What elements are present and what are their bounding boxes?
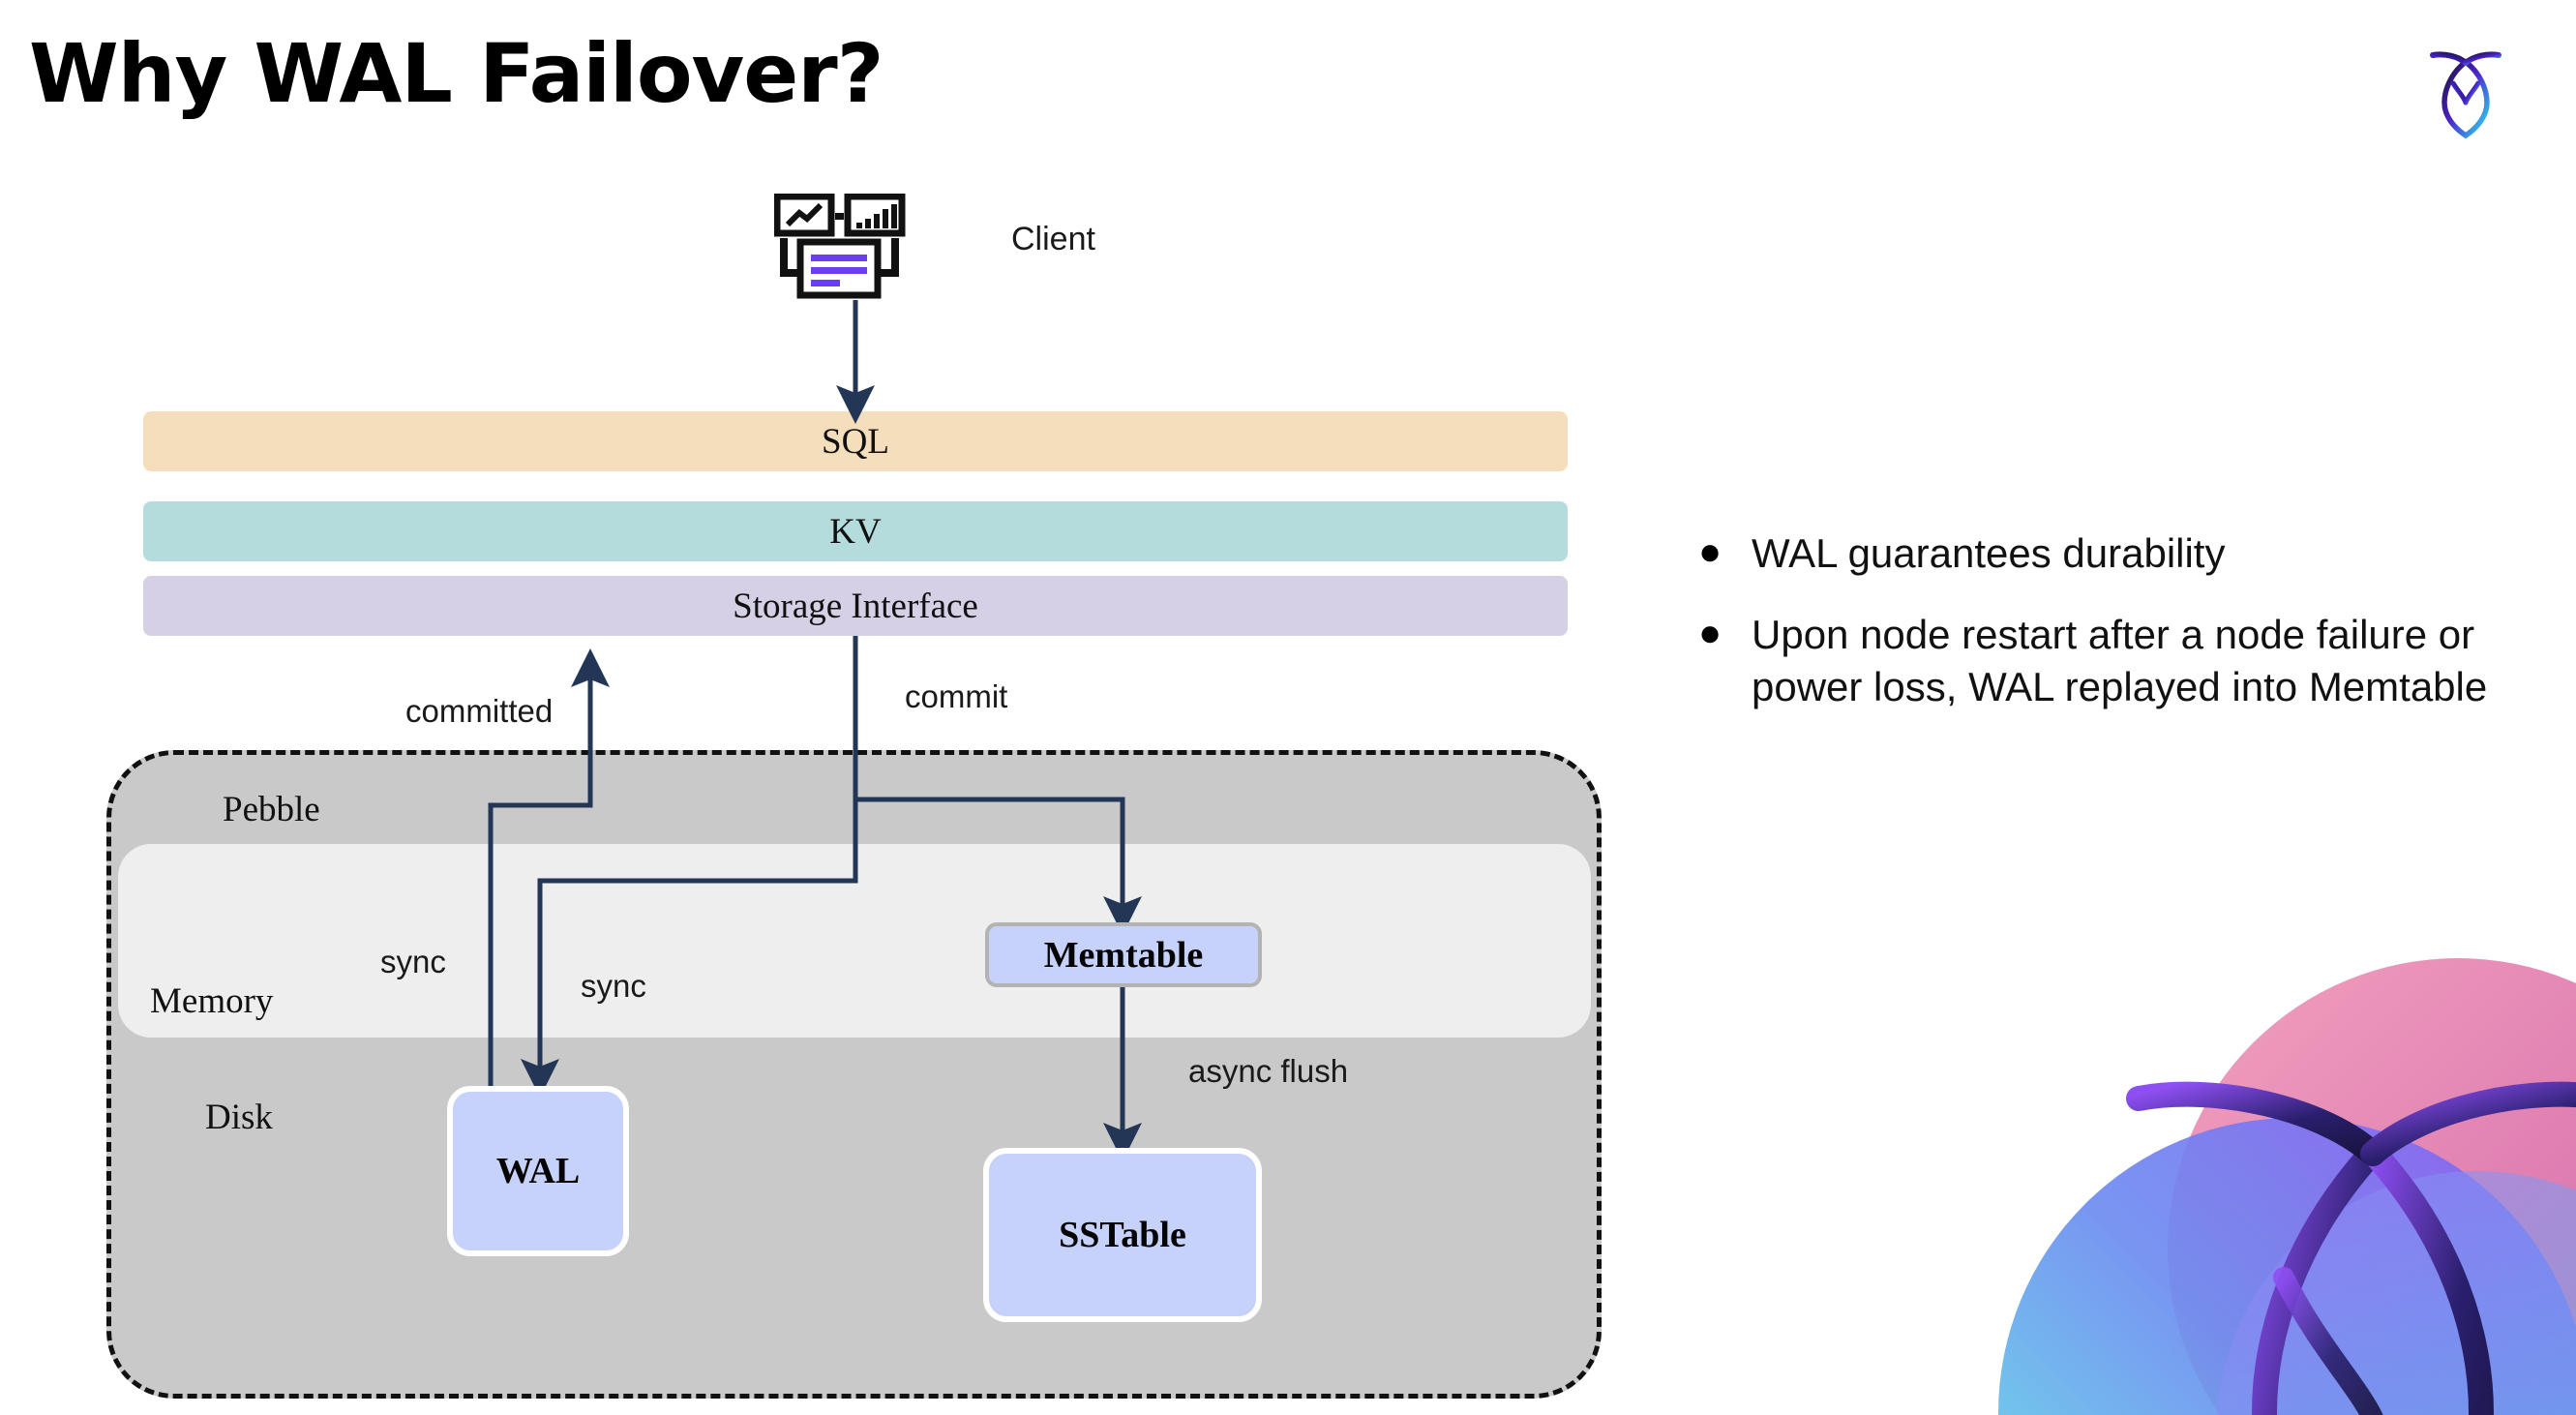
bullet-text: WAL guarantees durability	[1752, 530, 2226, 576]
pebble-label: Pebble	[223, 790, 320, 829]
client-dashboard-icon	[773, 193, 929, 300]
node-wal: WAL	[447, 1086, 629, 1256]
disk-label: Disk	[205, 1098, 273, 1137]
bullet-list: ● WAL guarantees durability ● Upon node …	[1698, 527, 2521, 741]
layer-bar-kv: KV	[143, 501, 1568, 561]
list-item: ● WAL guarantees durability	[1698, 527, 2521, 580]
layer-label-kv: KV	[829, 511, 882, 552]
edge-label-commit: commit	[905, 678, 1008, 714]
page-title: Why WAL Failover?	[29, 26, 884, 121]
edge-label-committed: committed	[405, 693, 554, 729]
node-label-sstable: SSTable	[1059, 1215, 1186, 1255]
layer-label-storage-interface: Storage Interface	[733, 586, 978, 626]
list-item: ● Upon node restart after a node failure…	[1698, 609, 2521, 713]
layer-bar-storage-interface: Storage Interface	[143, 576, 1568, 636]
client-label: Client	[1011, 221, 1095, 257]
edge-label-sync-right: sync	[581, 968, 646, 1004]
layer-bar-sql: SQL	[143, 411, 1568, 471]
decorative-logo-graphic	[1974, 929, 2576, 1415]
memory-region	[118, 844, 1591, 1038]
memory-label: Memory	[150, 981, 274, 1021]
edge-label-sync-left: sync	[380, 944, 446, 979]
node-memtable: Memtable	[985, 922, 1262, 987]
layer-label-sql: SQL	[822, 421, 889, 462]
node-sstable: SSTable	[983, 1148, 1262, 1322]
node-label-memtable: Memtable	[1043, 934, 1204, 976]
edge-label-async-flush: async flush	[1188, 1053, 1349, 1089]
cockroachdb-logo-icon	[2408, 35, 2524, 151]
bullet-marker-icon: ●	[1698, 530, 1722, 573]
bullet-text: Upon node restart after a node failure o…	[1752, 611, 2488, 709]
node-label-wal: WAL	[495, 1151, 581, 1191]
bullet-marker-icon: ●	[1698, 611, 1722, 654]
